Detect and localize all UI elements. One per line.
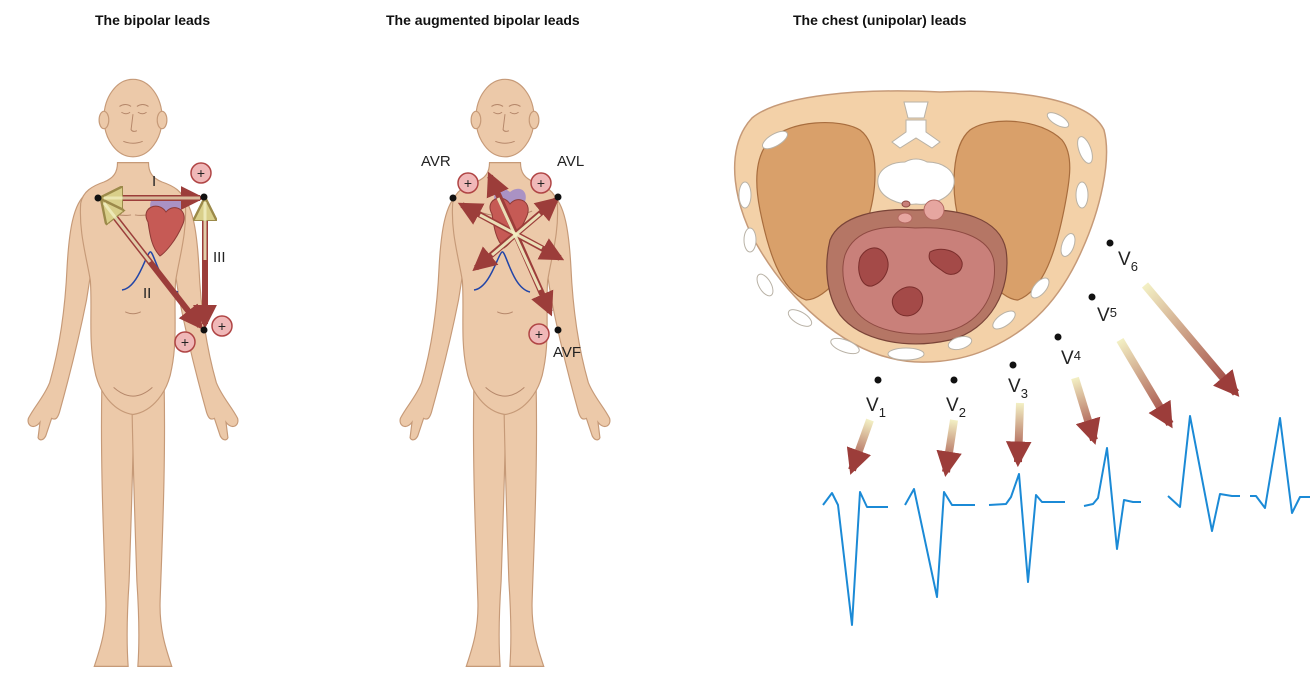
electrode-v6: [1107, 240, 1114, 247]
ecg-trace-v6: [1250, 418, 1310, 513]
plus-electrode-icon: +: [531, 173, 551, 193]
chest-lead-label-v3: V3: [1008, 376, 1028, 401]
electrode-left-leg: [201, 327, 208, 334]
electrode-v4: [1055, 334, 1062, 341]
ecg-trace-v5: [1168, 416, 1240, 531]
plus-electrode-icon: +: [175, 332, 195, 352]
ecg-trace-v1: [823, 492, 888, 625]
lead-label-avf: AVF: [553, 344, 581, 361]
electrode-right-arm: [450, 195, 457, 202]
lead-label-avl: AVL: [557, 153, 584, 170]
electrode-v1: [875, 377, 882, 384]
plus-electrode-icon: +: [212, 316, 232, 336]
plus-electrode-icon: +: [191, 163, 211, 183]
ecg-trace-v4: [1084, 448, 1141, 549]
svg-text:+: +: [464, 175, 472, 191]
thorax-cross-section: [735, 91, 1107, 362]
lead-label-II: II: [143, 285, 151, 302]
ecg-trace-v3: [989, 474, 1065, 582]
ecg-traces-chest: [823, 416, 1310, 625]
chest-lead-label-v6: V6: [1118, 249, 1138, 274]
svg-text:+: +: [218, 318, 226, 334]
svg-text:+: +: [181, 334, 189, 350]
svg-text:+: +: [197, 165, 205, 181]
lead-label-I: I: [152, 173, 156, 190]
ecg-trace-v2: [905, 489, 975, 597]
electrode-v3: [1010, 362, 1017, 369]
chest-lead-label-v4: V4: [1061, 348, 1081, 369]
svg-text:+: +: [535, 326, 543, 342]
plus-electrode-icon: +: [458, 173, 478, 193]
lead-label-III: III: [213, 249, 226, 266]
svg-text:+: +: [537, 175, 545, 191]
chest-lead-label-v5: V5: [1097, 305, 1117, 326]
electrode-right-arm: [95, 195, 102, 202]
electrode-left-arm: [201, 194, 208, 201]
lead-label-avr: AVR: [421, 153, 451, 170]
electrode-v2: [951, 377, 958, 384]
chest-lead-label-v1: V1: [866, 395, 886, 420]
plus-electrode-icon: +: [529, 324, 549, 344]
chest-lead-label-v2: V2: [946, 395, 966, 420]
electrode-left-arm: [555, 194, 562, 201]
electrode-left-leg: [555, 327, 562, 334]
electrode-v5: [1089, 294, 1096, 301]
